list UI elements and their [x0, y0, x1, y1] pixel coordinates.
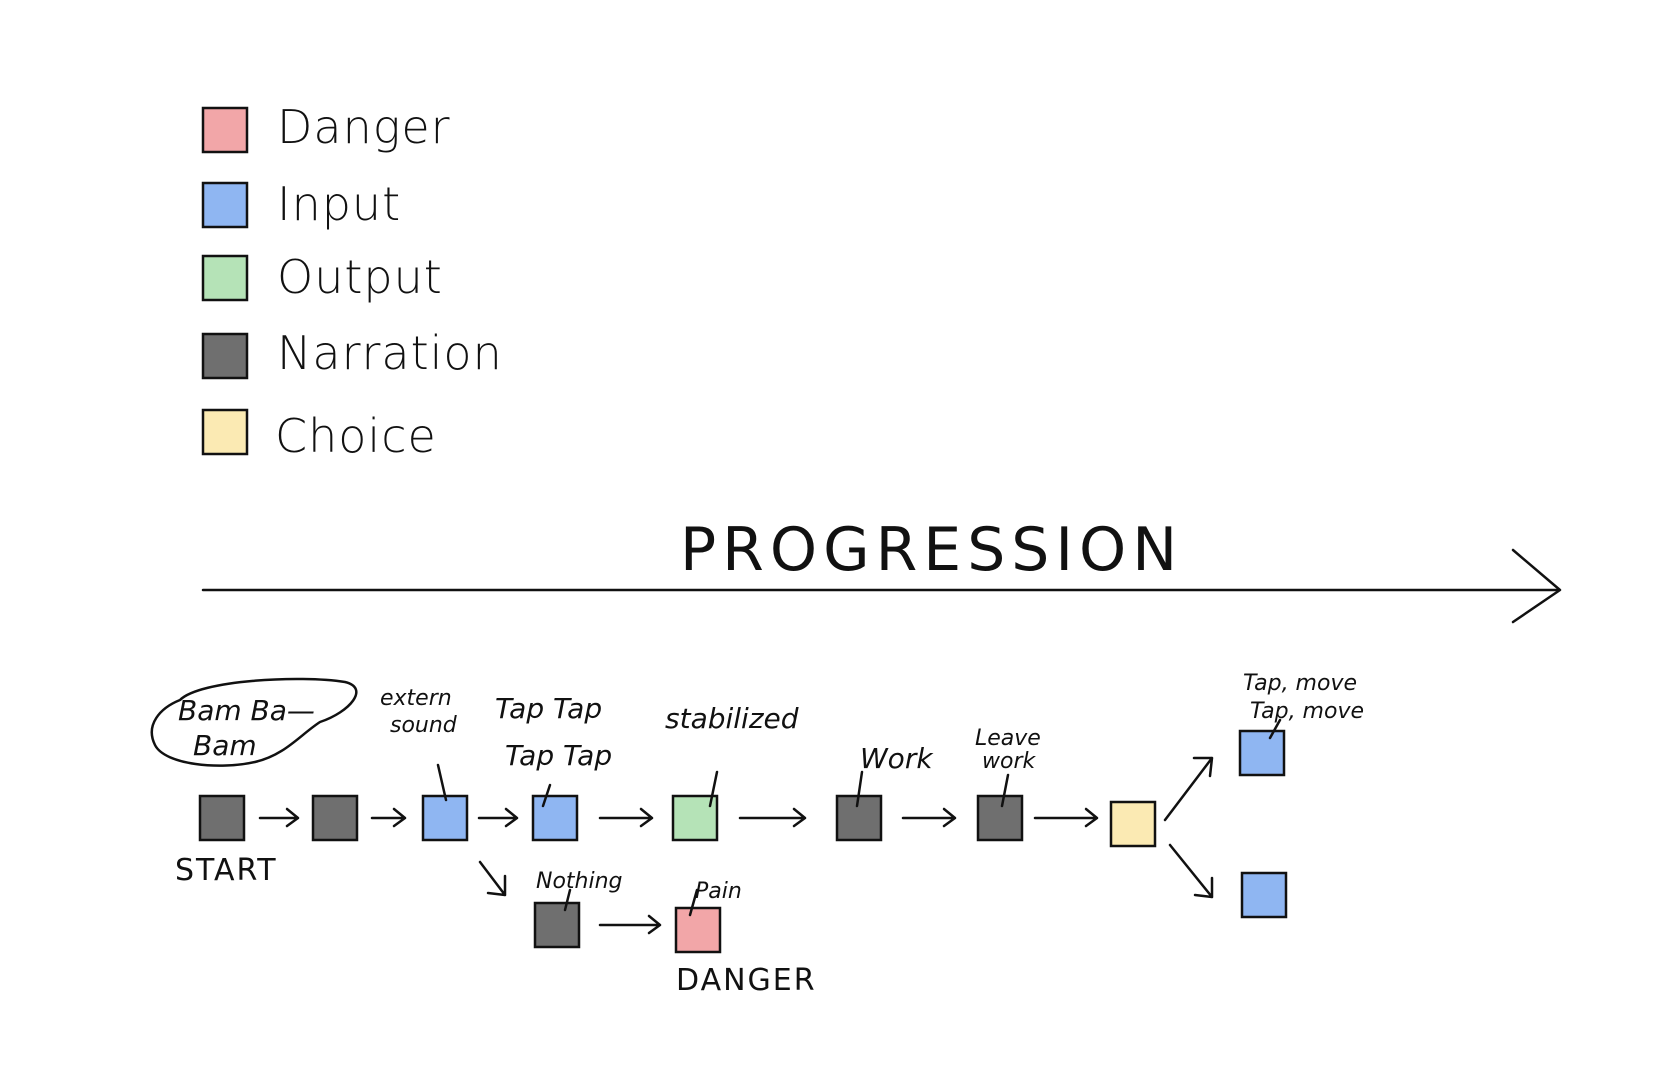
arrow-narration2-to-input — [370, 807, 407, 828]
progression-axis: PROGRESSION — [201, 515, 1562, 624]
arrow-leave-to-choice — [1033, 807, 1099, 828]
node-input-external-sound — [421, 794, 469, 842]
note-pain: Pain — [695, 879, 742, 904]
node-start — [198, 794, 246, 842]
note-extern-line2: sound — [390, 713, 458, 738]
legend: Danger Input Output Narration Choice — [201, 100, 503, 463]
legend-label-output: Output — [277, 250, 443, 304]
note-stabilized: stabilized — [665, 702, 799, 735]
node-danger-pain — [674, 906, 722, 954]
node-narration-work — [835, 794, 883, 842]
node-input-tap-move — [1238, 729, 1286, 777]
pointer-nothing — [563, 888, 572, 912]
note-tap-move-line2: Tap, move — [1250, 699, 1364, 724]
node-choice — [1109, 800, 1157, 848]
pointer-extern — [436, 763, 448, 802]
arrow-work-to-leave — [901, 807, 957, 828]
pointer-stabilized — [708, 770, 719, 808]
note-bam-line1: Bam Ba— — [178, 694, 315, 727]
legend-swatch-output — [201, 254, 249, 302]
bam-speech-bubble — [150, 677, 358, 767]
legend-item-narration: Narration — [201, 326, 503, 380]
legend-label-danger: Danger — [277, 100, 451, 154]
legend-label-choice: Choice — [275, 409, 437, 463]
note-start: START — [175, 853, 278, 888]
arrow-tap-to-nothing — [478, 860, 507, 897]
legend-item-output: Output — [201, 250, 443, 304]
pointer-leave-work — [1000, 773, 1010, 808]
node-narration-leave-work — [976, 794, 1024, 842]
note-danger: DANGER — [676, 963, 817, 998]
node-narration-nothing — [533, 901, 581, 949]
note-tap-move-line1: Tap, move — [1243, 671, 1357, 696]
note-extern-line1: extern — [380, 686, 452, 711]
note-leave-line2: work — [982, 749, 1036, 774]
arrow-choice-to-bottom — [1168, 843, 1214, 899]
nodes — [198, 729, 1288, 954]
pointer-pain — [688, 888, 699, 917]
arrow-start-to-narration2 — [258, 807, 300, 828]
pointer-tap — [541, 783, 552, 808]
node-input-tap-tap — [531, 794, 579, 842]
note-tap-line1: Tap Tap — [495, 692, 602, 725]
legend-item-danger: Danger — [201, 100, 451, 154]
progression-title: PROGRESSION — [680, 515, 1183, 585]
legend-label-narration: Narration — [277, 326, 503, 380]
arrow-nothing-to-pain — [598, 914, 662, 935]
legend-swatch-input — [201, 181, 249, 229]
node-narration — [311, 794, 359, 842]
note-leave-line1: Leave — [975, 726, 1041, 751]
annotations: Bam Ba— Bam START extern sound Tap Tap T… — [150, 671, 1364, 998]
note-tap-line2: Tap Tap — [505, 739, 612, 772]
node-input-bottom — [1240, 871, 1288, 919]
legend-swatch-choice — [201, 408, 249, 456]
progression-arrow-head — [1511, 548, 1562, 624]
legend-item-input: Input — [201, 177, 401, 231]
legend-swatch-danger — [201, 106, 249, 154]
legend-swatch-narration — [201, 332, 249, 380]
note-bam-line2: Bam — [193, 729, 257, 762]
arrow-input-to-tap — [477, 807, 519, 828]
legend-item-choice: Choice — [201, 408, 437, 463]
note-work: Work — [860, 742, 934, 775]
arrow-choice-to-top — [1163, 756, 1214, 822]
arrow-tap-to-output — [598, 807, 654, 828]
pointer-work — [855, 770, 864, 808]
legend-label-input: Input — [277, 177, 401, 231]
connectors — [258, 756, 1214, 935]
note-nothing: Nothing — [536, 869, 623, 894]
arrow-output-to-work — [738, 807, 807, 828]
pointer-tap-move — [1268, 718, 1282, 740]
